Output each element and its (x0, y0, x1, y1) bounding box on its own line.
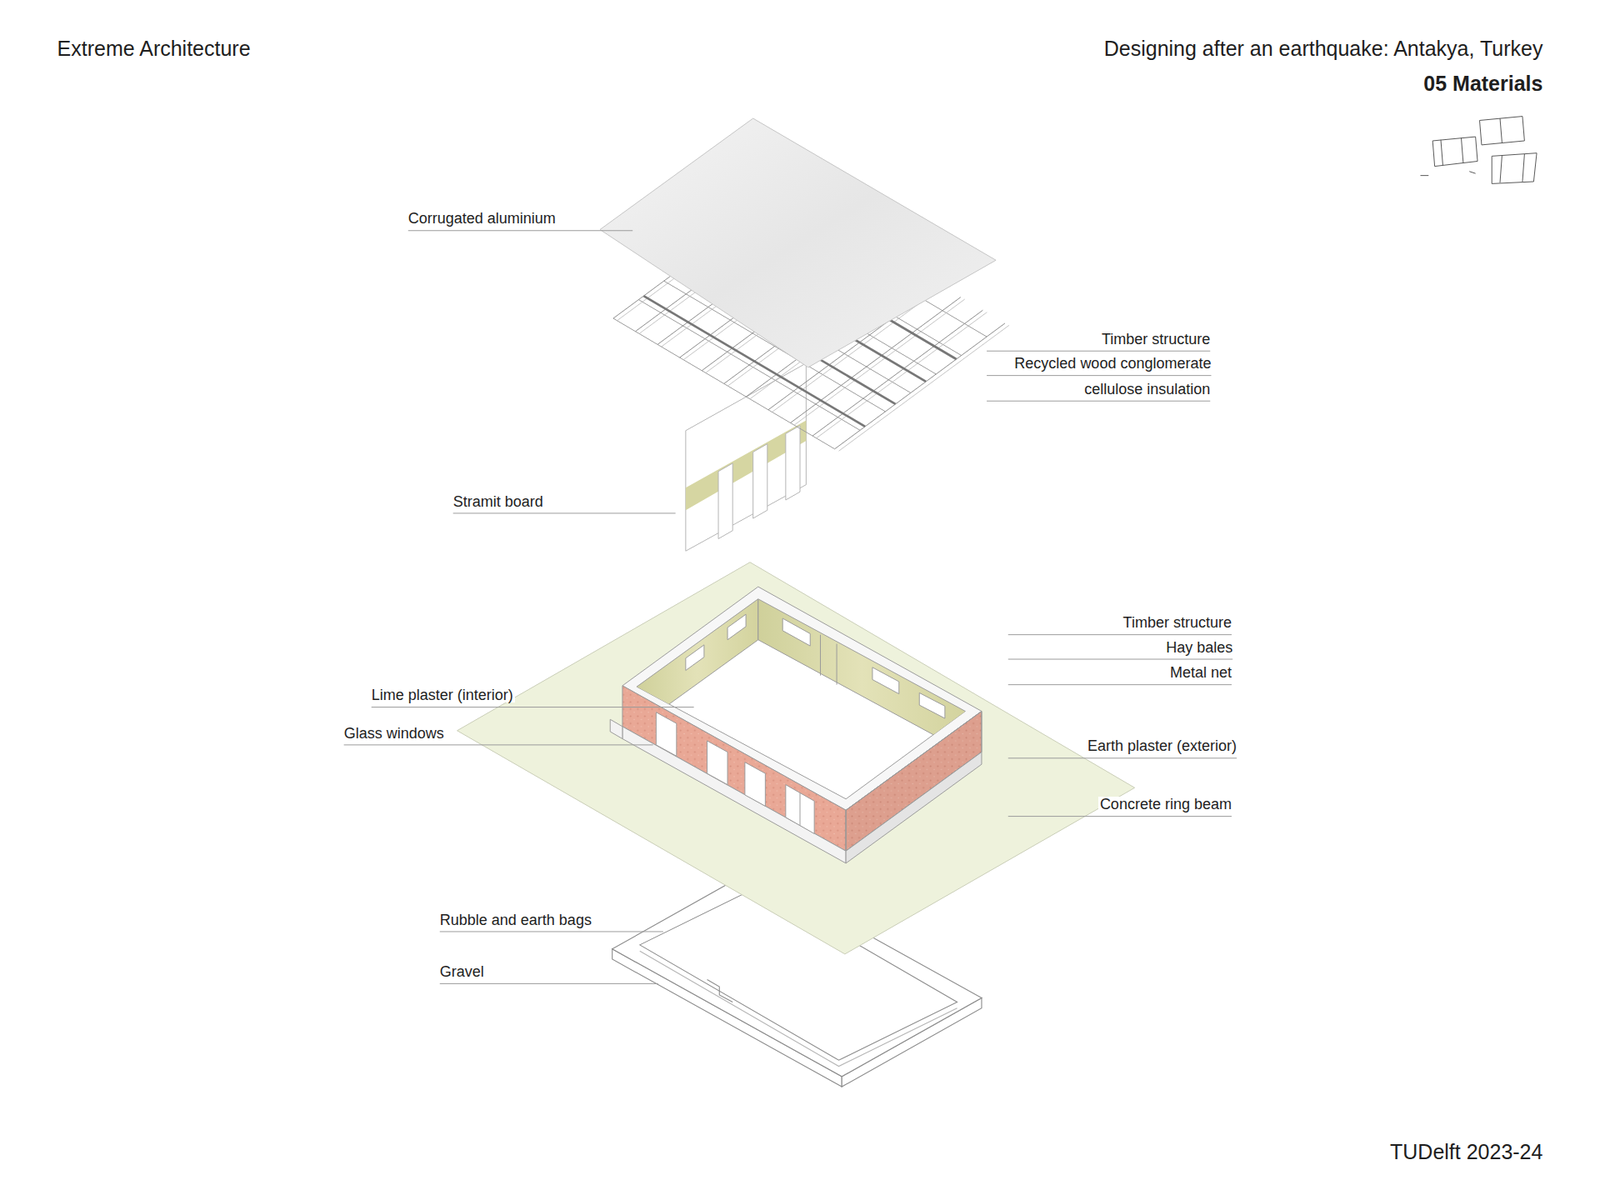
material-label: Rubble and earth bags (438, 912, 594, 928)
material-label: Stramit board (451, 494, 545, 510)
thumbnail-sketch (1420, 116, 1537, 185)
roof-sheet (600, 118, 996, 368)
material-label: Recycled wood conglomerate (1012, 355, 1213, 371)
material-label: Concrete ring beam (1098, 796, 1234, 812)
material-label: Metal net (1168, 665, 1234, 680)
section-heading: 05 Materials (1421, 73, 1545, 95)
material-label: Glass windows (342, 725, 446, 741)
sheet-title: Designing after an earthquake: Antakya, … (1102, 38, 1545, 60)
stramit-board (685, 363, 806, 551)
material-label: Timber structure (1121, 615, 1234, 630)
material-label: Gravel (438, 964, 486, 980)
course-name: Extreme Architecture (55, 38, 253, 60)
material-label: Hay bales (1164, 640, 1235, 655)
material-label: cellulose insulation (1082, 381, 1212, 397)
wall-building (610, 586, 982, 864)
leader-lines (344, 230, 1237, 985)
material-label: Timber structure (1100, 331, 1212, 347)
footer-note: TUDelft 2023-24 (1388, 1141, 1545, 1163)
material-label: Lime plaster (interior) (370, 687, 515, 703)
material-label: Corrugated aluminium (406, 210, 558, 226)
material-label: Earth plaster (exterior) (1085, 738, 1239, 754)
